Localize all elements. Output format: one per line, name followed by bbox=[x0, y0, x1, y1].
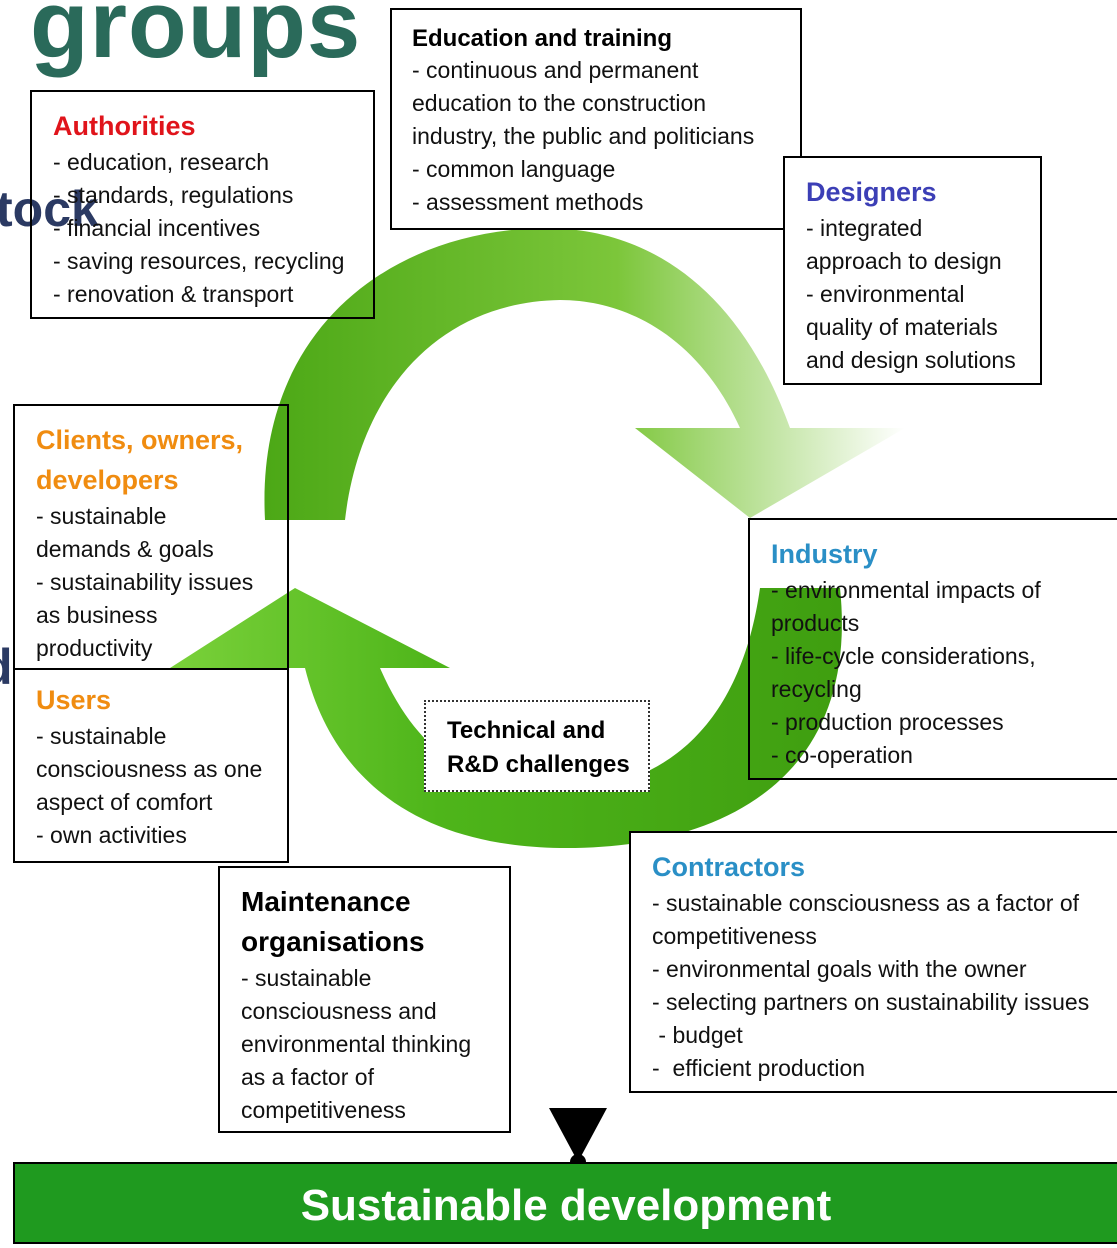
subtitle-fragment-d: d bbox=[0, 638, 13, 696]
designers-line: - environmental bbox=[806, 281, 965, 307]
designers-title: Designers bbox=[806, 177, 937, 207]
industry-line: - life-cycle considerations, bbox=[771, 643, 1036, 669]
authorities-line: - education, research bbox=[53, 149, 270, 175]
industry-title: Industry bbox=[771, 539, 878, 569]
maintenance-title: Maintenance bbox=[241, 886, 411, 917]
sustainable-development-label: Sustainable development bbox=[300, 1181, 832, 1230]
clients-box: Clients, owners, developers - sustainabl… bbox=[13, 404, 289, 670]
rd-challenges-box: Technical and R&D challenges bbox=[424, 700, 650, 792]
top-arc-arrow bbox=[264, 228, 905, 520]
contractors-title: Contractors bbox=[652, 852, 806, 882]
contractors-line: - efficient production bbox=[652, 1055, 866, 1081]
industry-line: recycling bbox=[771, 676, 862, 702]
contractors-line: - selecting partners on sustainability i… bbox=[652, 989, 1090, 1015]
users-title: Users bbox=[36, 685, 112, 715]
education-line: industry, the public and politicians bbox=[412, 123, 755, 149]
rd-line-2: R&D challenges bbox=[447, 751, 630, 778]
clients-title-line-2: developers bbox=[36, 465, 179, 495]
designers-line: quality of materials bbox=[806, 314, 998, 340]
authorities-line: - standards, regulations bbox=[53, 182, 294, 208]
clients-line: productivity bbox=[36, 635, 153, 661]
authorities-title: Authorities bbox=[53, 111, 196, 141]
industry-line: - environmental impacts of bbox=[771, 577, 1041, 603]
authorities-line: - renovation & transport bbox=[53, 281, 294, 307]
maintenance-line: - sustainable bbox=[241, 965, 372, 991]
education-box: Education and training - continuous and … bbox=[390, 8, 802, 230]
designers-line: - integrated bbox=[806, 215, 923, 241]
users-line: consciousness as one bbox=[36, 756, 263, 782]
education-line: - common language bbox=[412, 156, 616, 182]
contractors-line: - sustainable consciousness as a factor … bbox=[652, 890, 1080, 916]
subtitle-fragment-stock: tock bbox=[0, 181, 99, 237]
maintenance-title-line-2: organisations bbox=[241, 926, 425, 957]
users-box: Users - sustainable consciousness as one… bbox=[13, 668, 289, 863]
maintenance-line: as a factor of bbox=[241, 1064, 374, 1090]
authorities-line: - saving resources, recycling bbox=[53, 248, 345, 274]
clients-line: as business bbox=[36, 602, 158, 628]
industry-box: Industry - environmental impacts of prod… bbox=[748, 518, 1117, 780]
contractors-line: - environmental goals with the owner bbox=[652, 956, 1027, 982]
designers-box: Designers - integrated approach to desig… bbox=[783, 156, 1042, 385]
users-line: - own activities bbox=[36, 822, 187, 848]
education-title: Education and training bbox=[412, 25, 673, 52]
clients-line: - sustainable bbox=[36, 503, 167, 529]
contractors-box: Contractors - sustainable consciousness … bbox=[629, 831, 1117, 1093]
clients-line: demands & goals bbox=[36, 536, 214, 562]
sustainable-development-bar: Sustainable development bbox=[13, 1162, 1117, 1244]
education-line: - continuous and permanent bbox=[412, 57, 699, 83]
contractors-line: competitiveness bbox=[652, 923, 817, 949]
maintenance-box: Maintenance organisations - sustainable … bbox=[218, 866, 511, 1133]
bottom-arc-arrow bbox=[170, 588, 842, 849]
designers-line: approach to design bbox=[806, 248, 1002, 274]
industry-line: products bbox=[771, 610, 860, 636]
contractors-line: - budget bbox=[652, 1022, 743, 1048]
industry-line: - co-operation bbox=[771, 742, 913, 768]
designers-line: and design solutions bbox=[806, 347, 1016, 373]
maintenance-line: competitiveness bbox=[241, 1097, 406, 1123]
maintenance-line: consciousness and bbox=[241, 998, 437, 1024]
authorities-box: Authorities - education, research - stan… bbox=[30, 90, 375, 319]
clients-title: Clients, owners, bbox=[36, 425, 244, 455]
clients-line: - sustainability issues bbox=[36, 569, 254, 595]
authorities-line: - financial incentives bbox=[53, 215, 261, 241]
users-line: aspect of comfort bbox=[36, 789, 213, 815]
maintenance-line: environmental thinking bbox=[241, 1031, 472, 1057]
users-line: - sustainable bbox=[36, 723, 167, 749]
education-line: - assessment methods bbox=[412, 189, 644, 215]
rd-line-1: Technical and bbox=[447, 717, 606, 744]
industry-line: - production processes bbox=[771, 709, 1004, 735]
slide-title-fragment: groups bbox=[30, 0, 362, 78]
education-line: education to the construction bbox=[412, 90, 707, 116]
